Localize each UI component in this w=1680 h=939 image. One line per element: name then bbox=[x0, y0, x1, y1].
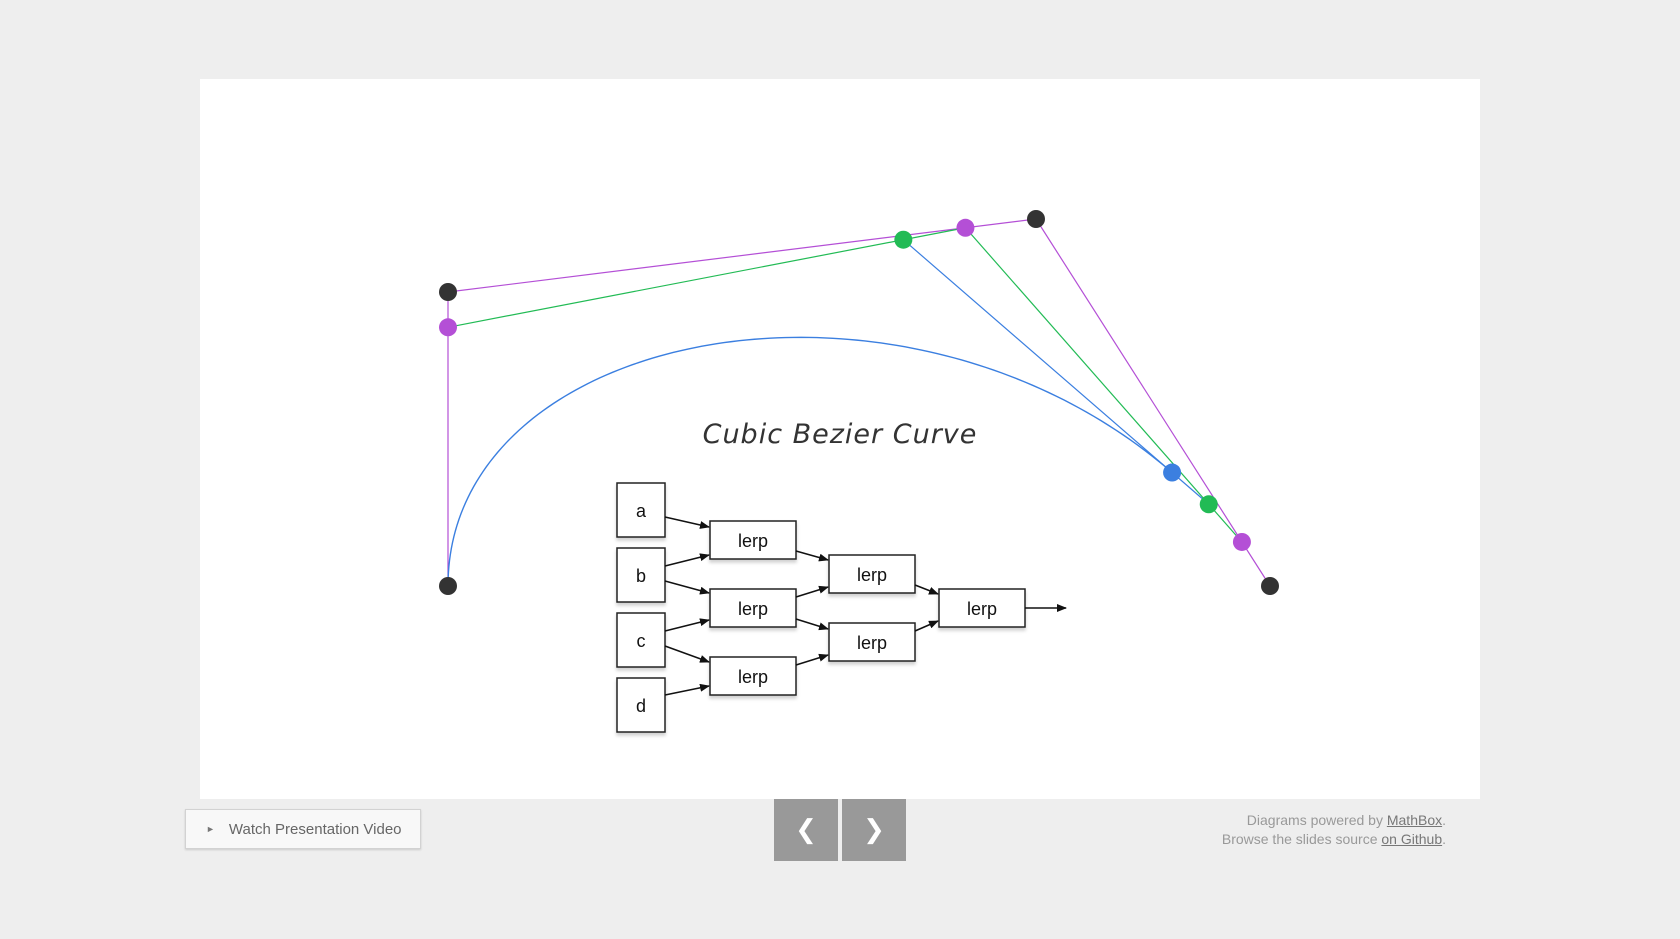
lerp-point-level2 bbox=[1199, 495, 1218, 514]
lerp-box-level2 bbox=[828, 622, 916, 662]
input-box-b-label: b bbox=[636, 566, 646, 586]
slide-title: Cubic Bezier Curve bbox=[702, 419, 978, 450]
input-box-b bbox=[616, 547, 666, 603]
control-point bbox=[439, 577, 457, 595]
credits-text: . bbox=[1442, 831, 1446, 847]
credits-text: Browse the slides source bbox=[1221, 831, 1382, 847]
flow-arrow bbox=[795, 585, 829, 598]
flow-arrow bbox=[664, 645, 710, 663]
curve-point bbox=[1163, 463, 1182, 482]
lerp-box-level1-label: lerp bbox=[738, 667, 768, 687]
flow-arrow bbox=[664, 618, 710, 632]
lerp-box-level1 bbox=[709, 656, 797, 696]
lerp-box-final-label: lerp bbox=[967, 599, 997, 619]
credits-text: Diagrams powered by bbox=[1246, 812, 1387, 828]
play-icon: ► bbox=[206, 824, 215, 834]
flow-arrow bbox=[664, 683, 710, 696]
lerp-box-level1-label: lerp bbox=[738, 531, 768, 551]
lerp-box-level2-label: lerp bbox=[857, 633, 887, 653]
lerp-box-level2-label: lerp bbox=[857, 565, 887, 585]
second-level-segment bbox=[447, 227, 966, 328]
flow-arrow bbox=[664, 553, 710, 567]
flow-arrow bbox=[914, 620, 939, 632]
mathbox-link[interactable]: MathBox bbox=[1386, 812, 1443, 828]
flow-arrow bbox=[795, 550, 829, 562]
watch-video-button[interactable]: ► Watch Presentation Video bbox=[185, 809, 421, 849]
control-point bbox=[439, 283, 457, 301]
second-level-segment bbox=[964, 227, 1243, 543]
previous-slide-button[interactable]: ❮ bbox=[774, 799, 838, 861]
lerp-point-level1 bbox=[439, 318, 457, 337]
flow-arrow bbox=[664, 580, 710, 595]
slide: a b c d lerp lerp lerp lerp lerp lerp Cubic Bezie… bbox=[200, 79, 1480, 799]
control-polygon-segment bbox=[447, 218, 1037, 293]
input-box-a-label: a bbox=[636, 501, 647, 521]
flow-arrow bbox=[795, 618, 829, 631]
lerp-box-level1 bbox=[709, 588, 797, 628]
github-link[interactable]: on Github bbox=[1381, 831, 1443, 847]
input-box-c bbox=[616, 612, 666, 668]
control-point bbox=[1261, 577, 1279, 595]
chevron-right-icon: ❯ bbox=[863, 815, 885, 845]
watch-video-label: Watch Presentation Video bbox=[228, 820, 402, 838]
flow-arrow bbox=[795, 653, 829, 666]
lerp-point-level2 bbox=[894, 230, 913, 249]
input-box-c-label: c bbox=[637, 631, 646, 651]
lerp-point-level1 bbox=[1232, 532, 1251, 551]
control-polygon-segment bbox=[1035, 218, 1271, 587]
control-point bbox=[1027, 210, 1045, 228]
credits-line-github: Browse the slides source on Github. bbox=[1100, 830, 1446, 849]
input-box-a bbox=[616, 482, 666, 538]
lerp-box-level2 bbox=[828, 554, 916, 594]
lerp-box-level1 bbox=[709, 520, 797, 560]
bezier-diagram: a b c d lerp lerp lerp lerp lerp lerp bbox=[439, 210, 1279, 733]
credits-line-mathbox: Diagrams powered by MathBox. bbox=[1100, 811, 1446, 830]
lerp-box-level1-label: lerp bbox=[738, 599, 768, 619]
lerp-box-final bbox=[938, 588, 1026, 628]
input-box-d bbox=[616, 677, 666, 733]
bezier-curve bbox=[447, 336, 1173, 587]
lerp-point-level1 bbox=[956, 218, 975, 237]
credits-text: . bbox=[1442, 812, 1446, 828]
flow-arrow bbox=[664, 516, 710, 529]
credits: Diagrams powered by MathBox. Browse the … bbox=[1100, 811, 1446, 849]
next-slide-button[interactable]: ❯ bbox=[842, 799, 906, 861]
flow-arrow bbox=[914, 584, 939, 595]
chevron-left-icon: ❮ bbox=[795, 815, 817, 845]
input-box-d-label: d bbox=[636, 696, 646, 716]
